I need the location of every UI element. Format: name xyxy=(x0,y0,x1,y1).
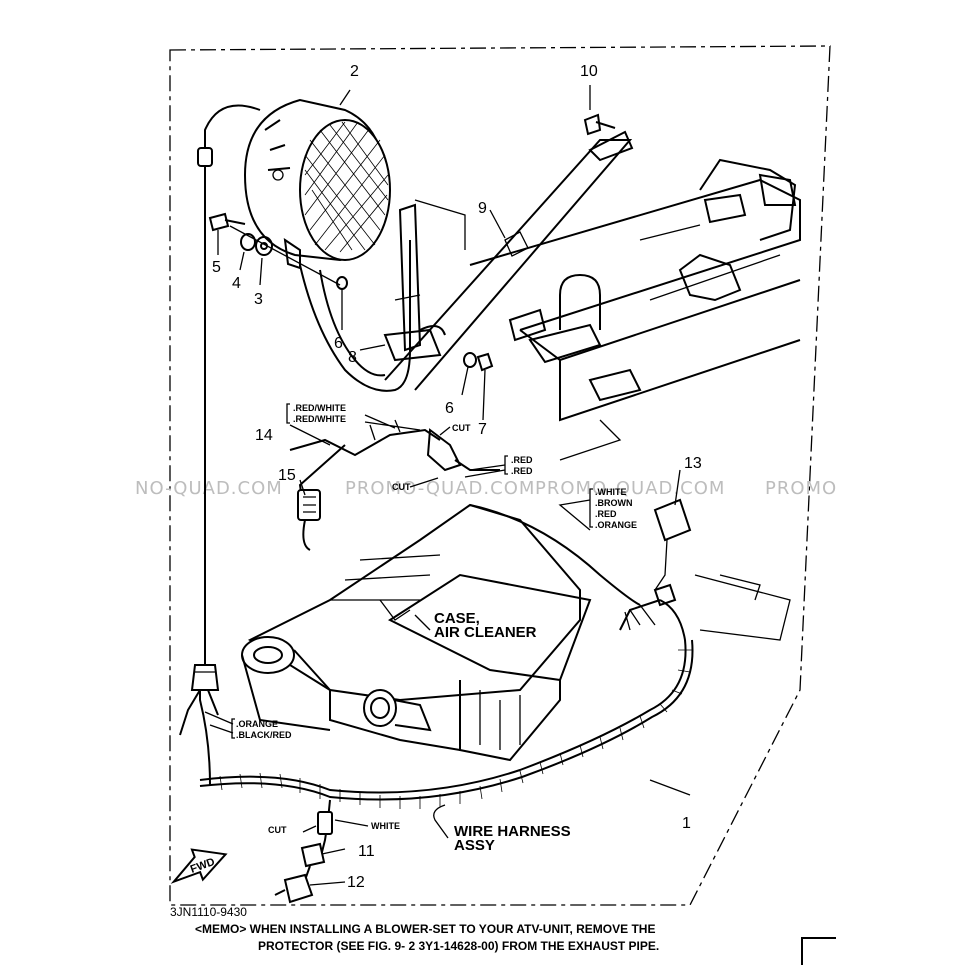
harness-label-line2: ASSY xyxy=(454,837,495,854)
watermark-2: PROMO-QUAD.COM xyxy=(345,478,535,499)
case-label-line1: CASE, xyxy=(434,610,480,627)
watermark-3: PROMO-QUAD.COM xyxy=(535,478,725,499)
memo-line-2: PROTECTOR (SEE FIG. 9- 2 3Y1-14628-00) F… xyxy=(258,939,659,953)
wire-color-bottom-2: .BLACK/RED xyxy=(236,730,292,740)
wire-color-13-3: .RED xyxy=(595,509,617,519)
part-number-4: 4 xyxy=(232,275,241,292)
case-label-line2: AIR CLEANER xyxy=(434,624,537,641)
nut-6-7 xyxy=(336,276,494,421)
corner-mark xyxy=(801,937,836,965)
part-number-12: 12 xyxy=(347,874,365,891)
wire-color-white: WHITE xyxy=(371,821,400,831)
main-wire-harness xyxy=(199,504,694,861)
part-number-11: 11 xyxy=(358,843,375,860)
fwd-arrow: FWD xyxy=(170,848,228,884)
part-number-6-right: 6 xyxy=(445,400,454,417)
memo-note: <MEMO> WHEN INSTALLING A BLOWER-SET TO Y… xyxy=(195,922,659,953)
part-number-5: 5 xyxy=(212,259,221,276)
wire-color-top-1: .RED/WHITE xyxy=(293,403,346,413)
part-number-1: 1 xyxy=(682,815,691,832)
fan-hose xyxy=(299,240,411,392)
memo-line-1: <MEMO> WHEN INSTALLING A BLOWER-SET TO Y… xyxy=(195,922,655,936)
text-callouts: CUT CUT CUT CASE, AIR CLEANER WIRE HARNE… xyxy=(268,423,571,854)
wire-color-right-2: .RED xyxy=(511,466,533,476)
part-number-13: 13 xyxy=(684,455,702,472)
wire-color-13-1: .WHITE xyxy=(595,487,627,497)
drawing-code: 3JN1110-9430 xyxy=(170,905,247,919)
part-number-3: 3 xyxy=(254,291,263,308)
cut-label-upper: CUT xyxy=(452,423,471,433)
wire-color-labels: .RED/WHITE .RED/WHITE .RED .RED .WHITE .… xyxy=(236,403,637,831)
blower-fan xyxy=(197,98,391,270)
part-number-6-left: 6 xyxy=(334,335,343,352)
cut-label-lower: CUT xyxy=(268,825,287,835)
bracket-8 xyxy=(359,199,466,362)
part-number-9: 9 xyxy=(478,200,487,217)
wire-color-top-2: .RED/WHITE xyxy=(293,414,346,424)
wire-color-bottom-1: .ORANGE xyxy=(236,719,278,729)
stay-bar xyxy=(384,130,634,391)
part-number-15: 15 xyxy=(278,467,296,484)
watermark-1: NO-QUAD.COM xyxy=(135,478,283,499)
sub-harness-14-15 xyxy=(289,419,500,551)
air-cleaner-case xyxy=(241,503,592,762)
harness-label-line1: WIRE HARNESS xyxy=(454,823,571,840)
part-number-14: 14 xyxy=(255,427,273,444)
bolt-10 xyxy=(583,85,616,136)
part-number-8: 8 xyxy=(348,349,357,366)
grommet xyxy=(179,664,220,736)
watermark-4: PROMO xyxy=(765,478,837,499)
color-brackets xyxy=(231,403,593,739)
frame-chassis xyxy=(469,158,801,461)
wire-color-right-1: .RED xyxy=(511,455,533,465)
wire-color-13-4: .ORANGE xyxy=(595,520,637,530)
part-number-10: 10 xyxy=(580,63,598,80)
wire-color-13-2: .BROWN xyxy=(595,498,633,508)
part-numbers: 2 10 9 5 4 3 6 8 6 7 14 15 13 1 11 12 xyxy=(212,63,702,891)
assembly-boundary xyxy=(169,45,831,906)
part-number-2: 2 xyxy=(350,63,359,80)
part-number-7: 7 xyxy=(478,421,487,438)
fan-grille xyxy=(304,121,389,253)
fastener-set-3-4-5 xyxy=(208,212,341,286)
switch-13 xyxy=(653,498,791,641)
watermark-row: NO-QUAD.COM PROMO-QUAD.COM PROMO-QUAD.CO… xyxy=(135,478,837,499)
cut-label-middle: CUT xyxy=(392,482,411,492)
leader-lines xyxy=(204,89,691,886)
connector-11-12 xyxy=(274,811,333,904)
